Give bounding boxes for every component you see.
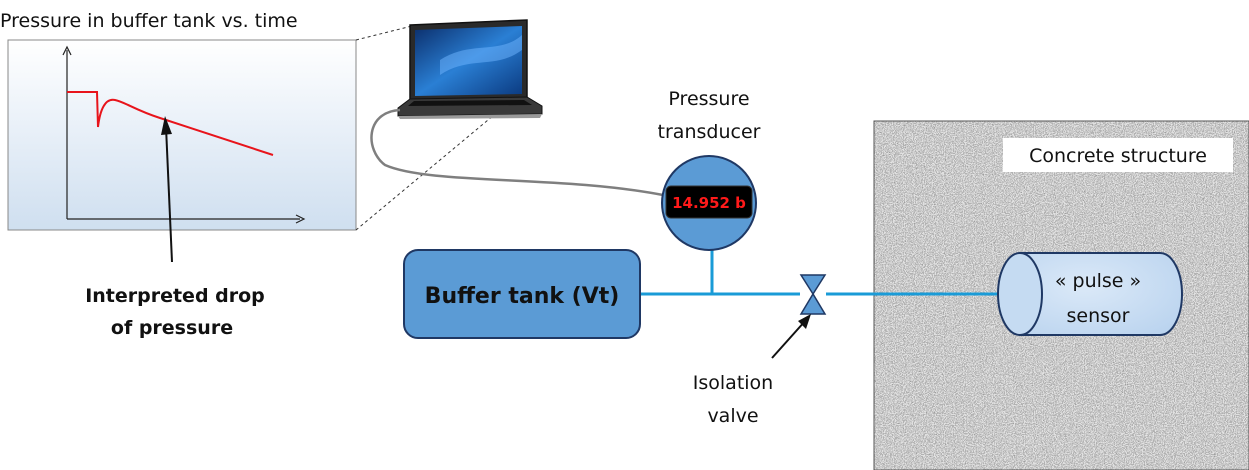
laptop-keyboard [408, 100, 532, 106]
transducer-label-line2: transducer [658, 121, 761, 143]
drop-annotation: Interpreted drop of pressure [85, 116, 265, 339]
sensor-label-line1: « pulse » [1055, 270, 1141, 292]
valve-arrow-line [771, 319, 807, 359]
laptop-base [397, 96, 543, 117]
transducer-label-line1: Pressure [668, 88, 749, 110]
sensor-body [1019, 252, 1183, 336]
isolation-valve: Isolation valve [693, 274, 827, 427]
buffer-tank-label: Buffer tank (Vt) [425, 284, 620, 309]
valve-arrow-head [798, 314, 811, 329]
transducer-display [665, 185, 753, 219]
data-cable [370, 108, 664, 197]
drop-arrow-head [161, 116, 172, 135]
pressure-transducer: Pressure transducer 14.952 b [658, 88, 761, 251]
plot-y-axis-arrow [62, 45, 72, 56]
valve-top-triangle [799, 274, 827, 296]
drop-arrow-line [165, 126, 173, 263]
zoom-line-bottom [355, 109, 501, 231]
laptop-icon [397, 19, 543, 119]
laptop-edge [398, 114, 542, 119]
pressure-curve [67, 91, 274, 156]
concrete-label: Concrete structure [1029, 145, 1207, 167]
drop-label-line2: of pressure [111, 317, 233, 339]
drop-label-line1: Interpreted drop [85, 285, 265, 307]
concrete-label-bg [1003, 138, 1233, 172]
transducer-reading: 14.952 b [672, 194, 746, 212]
plot-x-axis-arrow [295, 214, 306, 224]
valve-label-line1: Isolation [693, 372, 773, 394]
plot-title: Pressure in buffer tank vs. time [0, 10, 298, 32]
pulse-sensor: « pulse » sensor [997, 252, 1183, 336]
sensor-label-line2: sensor [1067, 305, 1130, 327]
zoom-lines [355, 25, 501, 231]
valve-label-line2: valve [707, 405, 758, 427]
buffer-tank: Buffer tank (Vt) [403, 249, 641, 339]
sensor-end-cap [997, 252, 1043, 336]
zoom-line-top [355, 25, 413, 41]
pipes [640, 250, 1010, 296]
plot-background [7, 39, 357, 231]
buffer-tank-body [403, 249, 641, 339]
laptop-screen-glare [440, 35, 522, 75]
pressure-plot: Pressure in buffer tank vs. time [0, 10, 357, 231]
valve-bottom-triangle [799, 292, 827, 315]
